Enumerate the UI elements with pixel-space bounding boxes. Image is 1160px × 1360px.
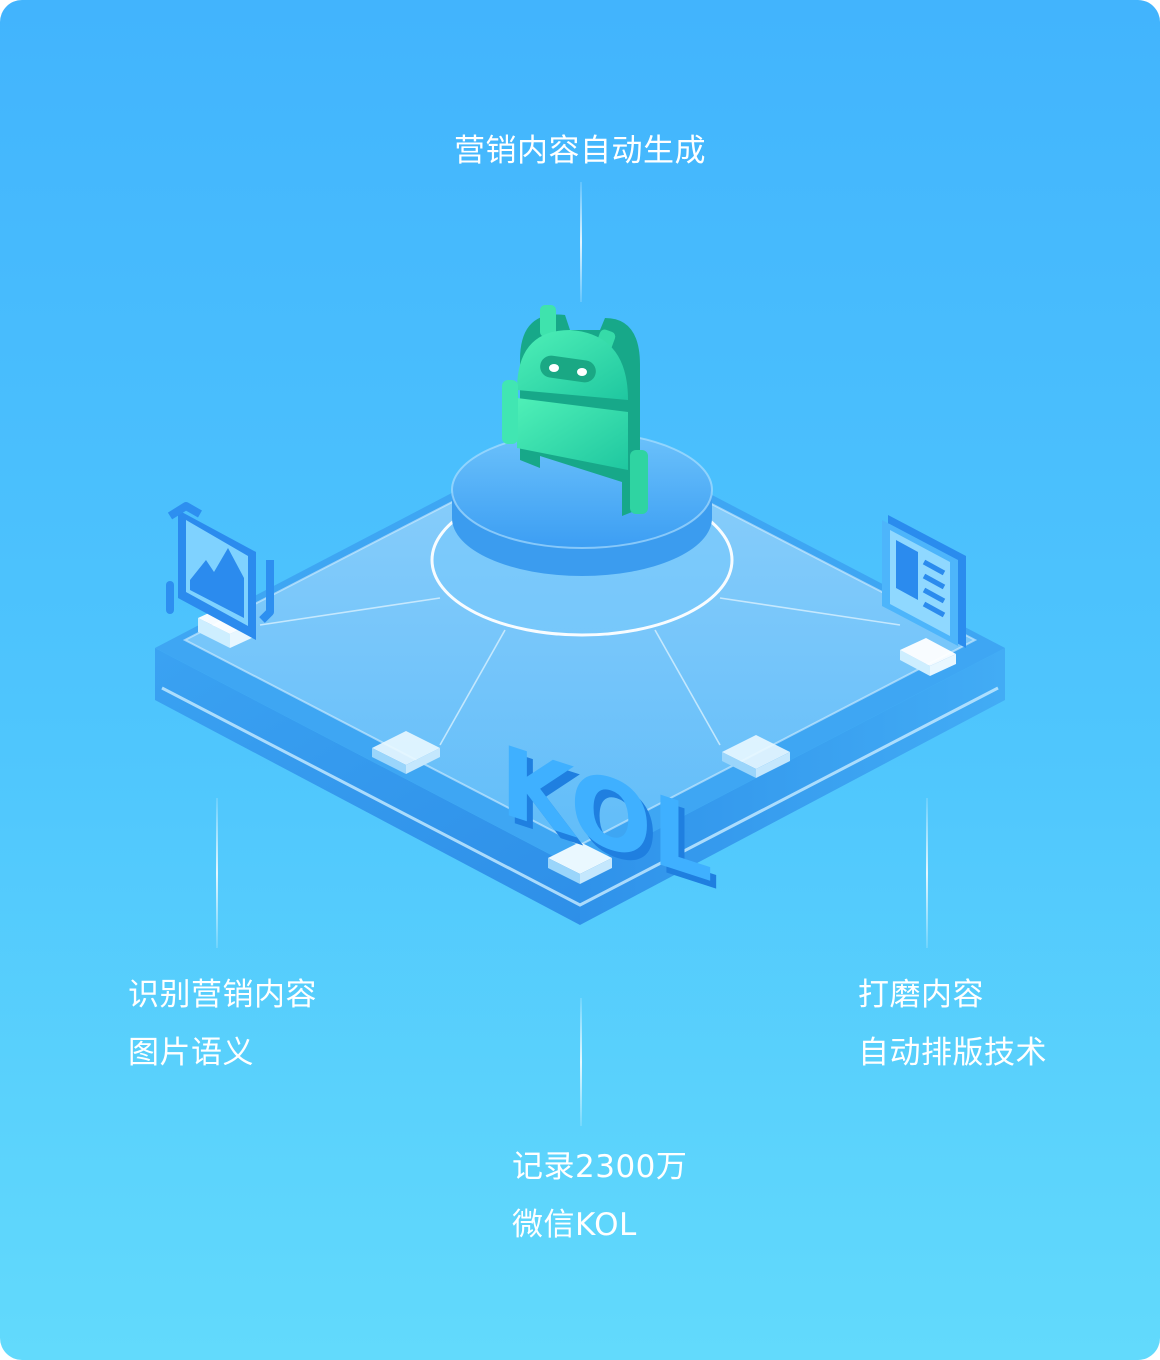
network-lines — [259, 597, 901, 746]
connector-right — [926, 798, 928, 948]
connector-top — [580, 182, 582, 302]
label-right-line2: 自动排版技术 — [858, 1035, 1047, 1071]
connector-bottom — [580, 998, 582, 1126]
node-left — [372, 731, 440, 774]
label-image-semantics: 识别营销内容 图片语义 — [128, 966, 317, 1082]
kol-pedestal — [548, 842, 612, 884]
label-left-line1: 识别营销内容 — [128, 977, 317, 1013]
image-frame-icon — [166, 502, 274, 648]
platform — [155, 426, 1005, 925]
label-content-generation: 营销内容自动生成 — [0, 122, 1160, 180]
news-document-icon — [882, 515, 966, 676]
connector-left — [216, 798, 218, 948]
label-kol-records: 记录2300万 微信KOL — [512, 1138, 687, 1254]
label-auto-layout: 打磨内容 自动排版技术 — [858, 966, 1047, 1082]
label-bottom-line2: 微信KOL — [512, 1207, 637, 1243]
label-left-line2: 图片语义 — [128, 1035, 254, 1071]
robot-icon — [502, 305, 648, 516]
label-right-line1: 打磨内容 — [858, 977, 984, 1013]
label-top-line1: 营销内容自动生成 — [454, 133, 706, 169]
node-right — [722, 735, 790, 778]
label-bottom-line1: 记录2300万 — [512, 1149, 688, 1185]
